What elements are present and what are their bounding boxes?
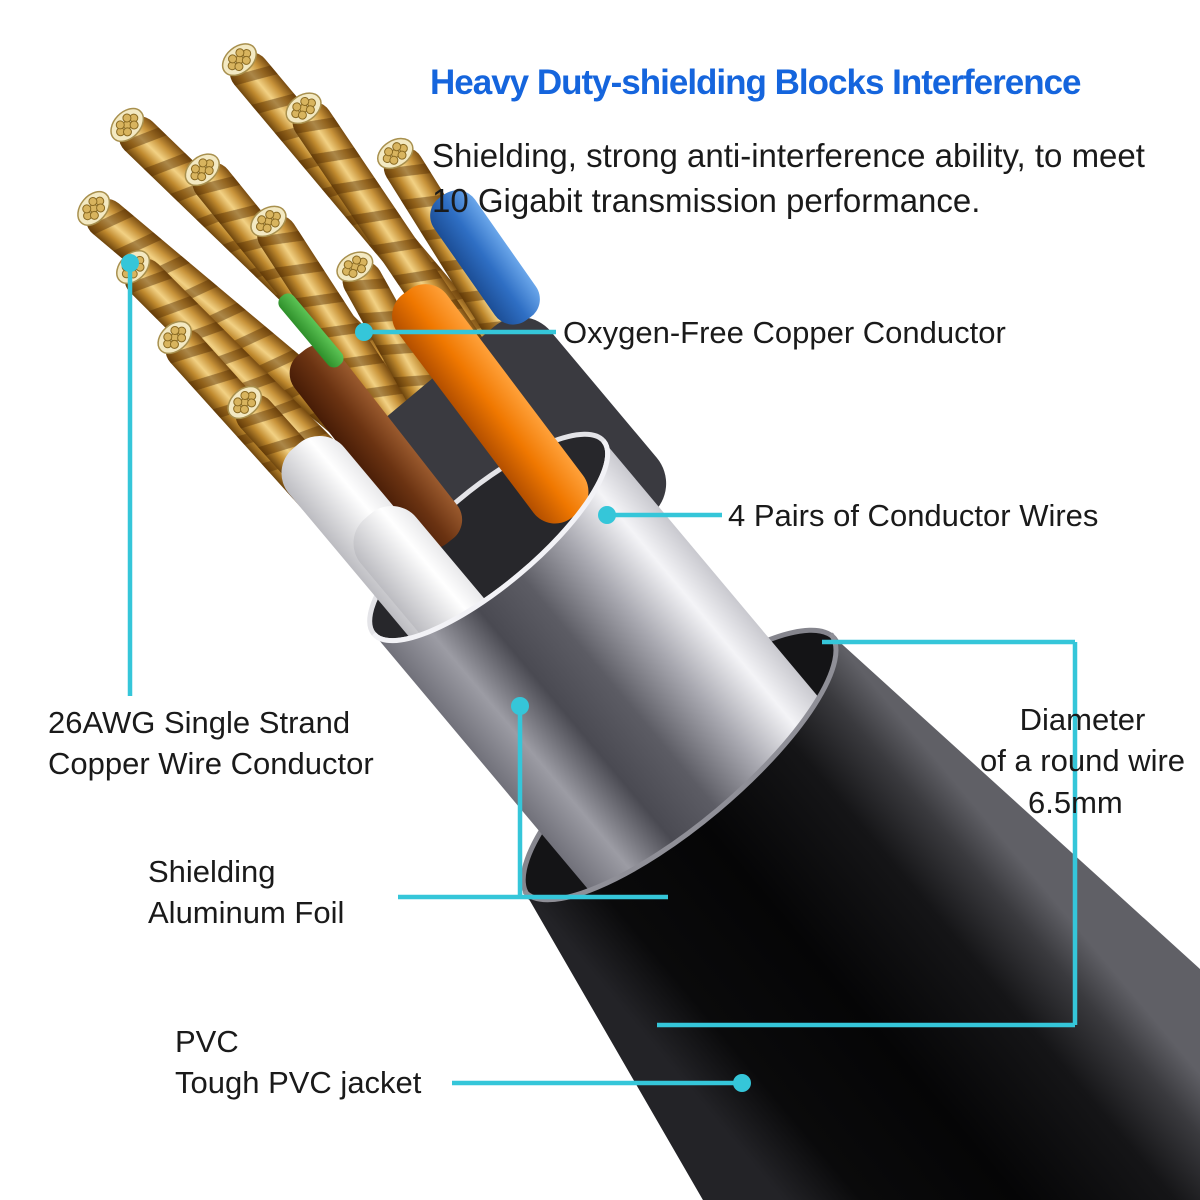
page-title: Heavy Duty-shielding Blocks Interference (430, 63, 1082, 102)
label-26awg-line-1: 26AWG Single Strand (48, 705, 351, 740)
callout-pvc-line (452, 1074, 751, 1092)
callout-shielding-line (398, 697, 668, 900)
subtitle-line-2: 10 Gigabit transmission performance. (432, 181, 981, 219)
pvc-jacket-body (524, 634, 1200, 1200)
blue-wire (430, 190, 540, 325)
label-diameter-line-1: Diameter (1019, 702, 1146, 737)
callout-pairs-line (598, 506, 722, 524)
subtitle-line-1: Shielding, strong anti-interference abil… (432, 137, 1145, 174)
label-pvc: PVC Tough PVC jacket (175, 1022, 421, 1104)
label-diameter-value: 6.5mm (1028, 785, 1123, 820)
green-wire (278, 293, 344, 368)
callout-awg-line (121, 254, 139, 696)
label-shielding-foil: Shielding Aluminum Foil (148, 852, 344, 934)
label-shielding-line-1: Shielding (148, 854, 276, 889)
foil-rim-highlight (371, 439, 611, 644)
subtitle: Shielding, strong anti-interference abil… (432, 134, 1192, 223)
label-shielding-line-2: Aluminum Foil (148, 894, 345, 930)
label-pvc-line-2: Tough PVC jacket (175, 1064, 422, 1100)
callout-diameter-lines (657, 639, 1078, 1028)
label-26awg: 26AWG Single Strand Copper Wire Conducto… (48, 703, 374, 785)
label-26awg-line-2: Copper Wire Conductor (48, 745, 374, 781)
label-pvc-line-1: PVC (175, 1024, 239, 1059)
label-diameter: Diameter of a round wire (975, 700, 1190, 782)
brown-wire (289, 344, 463, 549)
label-oxygen-free-copper: Oxygen-Free Copper Conductor (563, 315, 1006, 350)
orange-wire (392, 284, 589, 524)
callout-copper-line (355, 323, 556, 341)
label-4-pairs: 4 Pairs of Conductor Wires (728, 498, 1099, 533)
label-diameter-line-2: of a round wire (979, 742, 1186, 778)
shield-and-jacket (371, 439, 1200, 1200)
